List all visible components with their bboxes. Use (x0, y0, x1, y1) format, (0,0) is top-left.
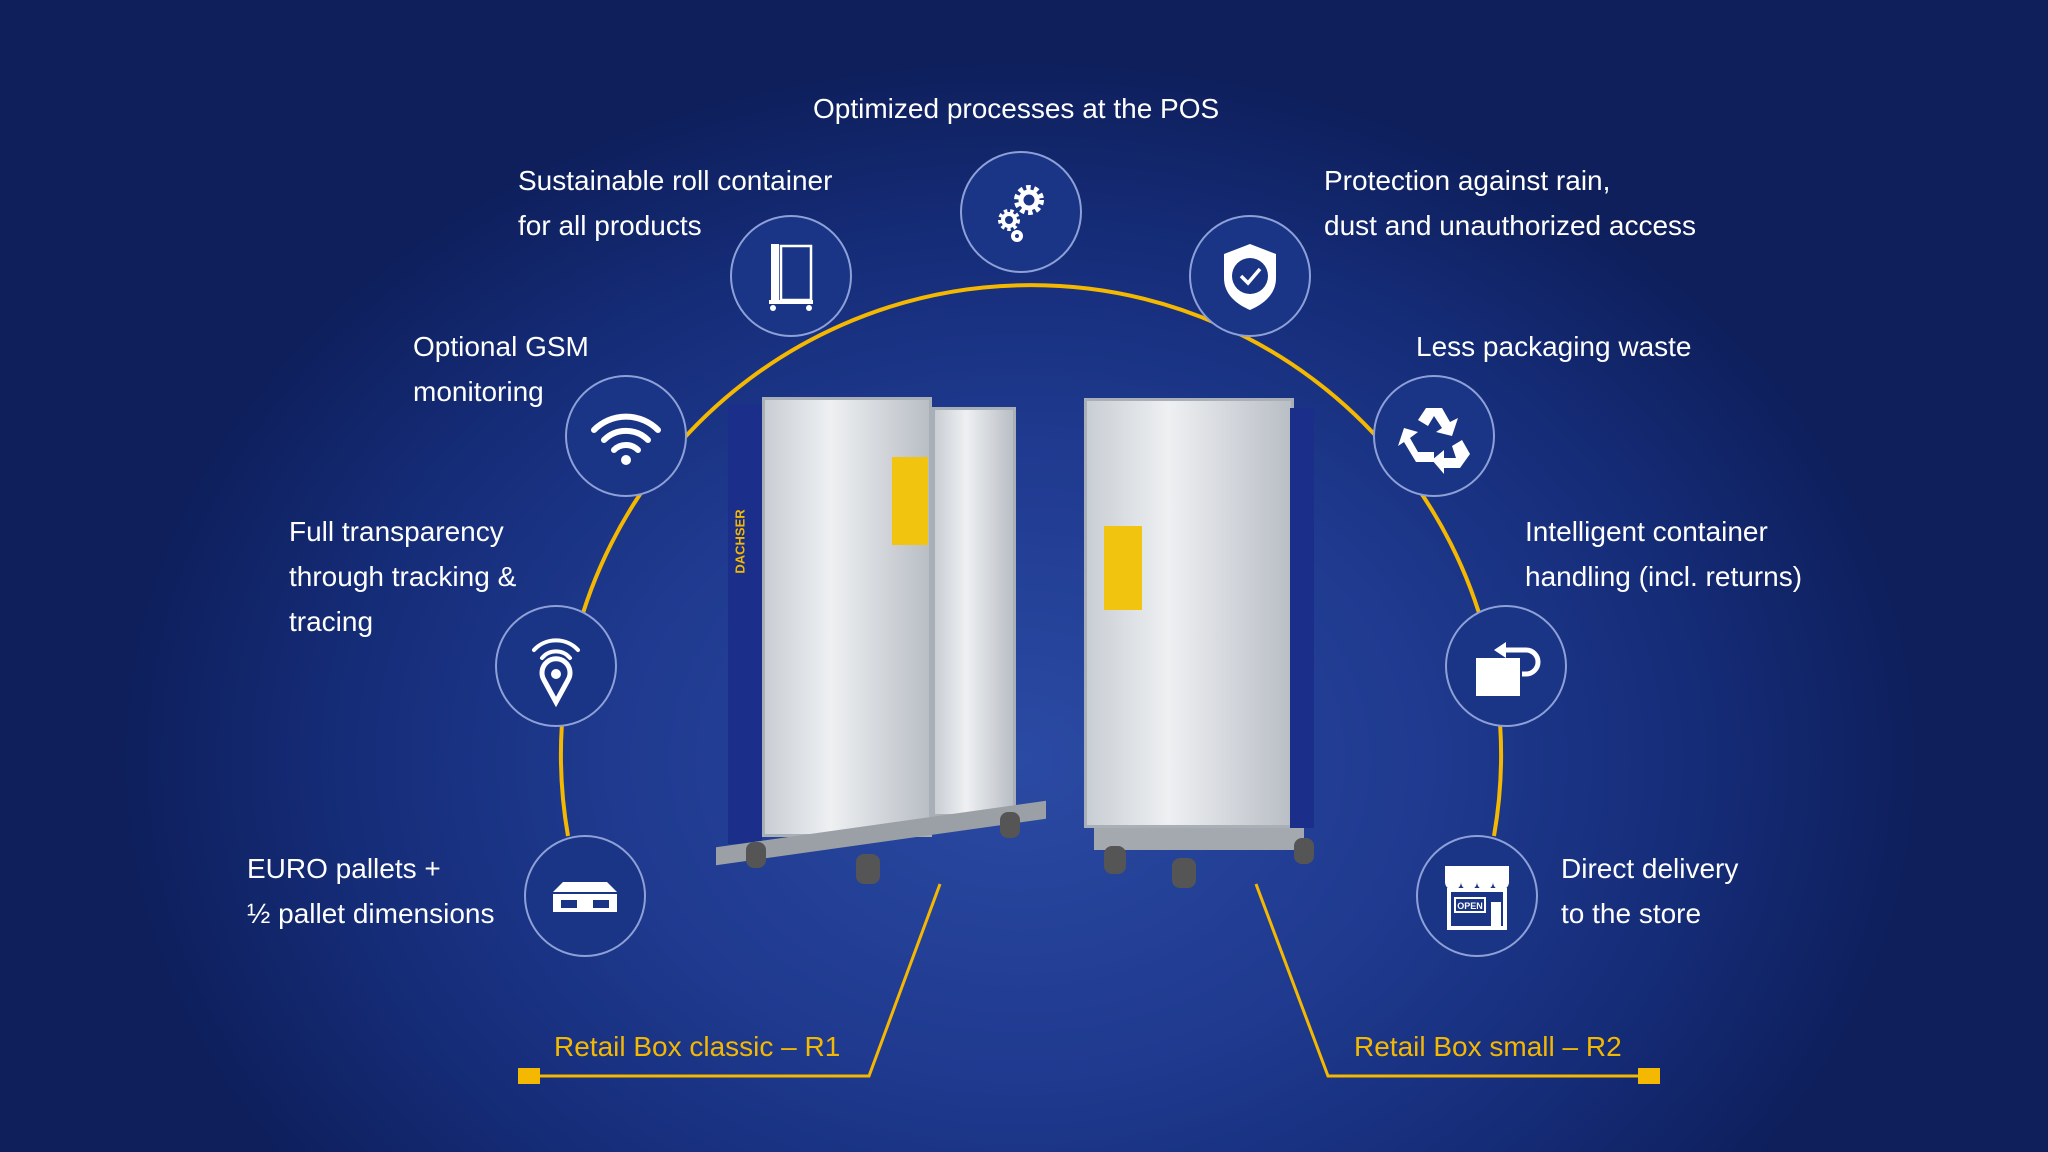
container-side-panel: DACHSER (728, 404, 762, 844)
brand-logo: DACHSER (732, 509, 748, 574)
wifi-icon (565, 375, 687, 497)
retail-box-small-image (1084, 398, 1320, 888)
shield-check-icon (1189, 215, 1311, 337)
retail-box-classic-image: DACHSER (716, 392, 1046, 888)
feature-pos: Optimized processes at the POS (813, 93, 1220, 124)
feature-waste: Less packaging waste (1416, 331, 1692, 362)
store-open-icon: OPEN (1416, 835, 1538, 957)
feature-pallets: EURO pallets +½ pallet dimensions (247, 853, 495, 929)
feature-protection: Protection against rain,dust and unautho… (1324, 165, 1697, 241)
roll-container-icon (730, 215, 852, 337)
recycle-icon (1373, 375, 1495, 497)
container-return-icon (1445, 605, 1567, 727)
pallet-icon (524, 835, 646, 957)
store-sign-text: OPEN (1457, 901, 1483, 911)
product-label-r2: Retail Box small – R2 (1354, 1031, 1622, 1062)
feature-arc (559, 283, 1503, 837)
location-tracking-icon (495, 605, 617, 727)
r2-pointer-line (1254, 883, 1650, 1078)
product-label-r1: Retail Box classic – R1 (554, 1031, 841, 1062)
r1-pointer-end (518, 1068, 540, 1084)
r1-pointer-line (529, 883, 942, 1078)
r2-pointer-end (1638, 1068, 1660, 1084)
gears-icon (960, 151, 1082, 273)
